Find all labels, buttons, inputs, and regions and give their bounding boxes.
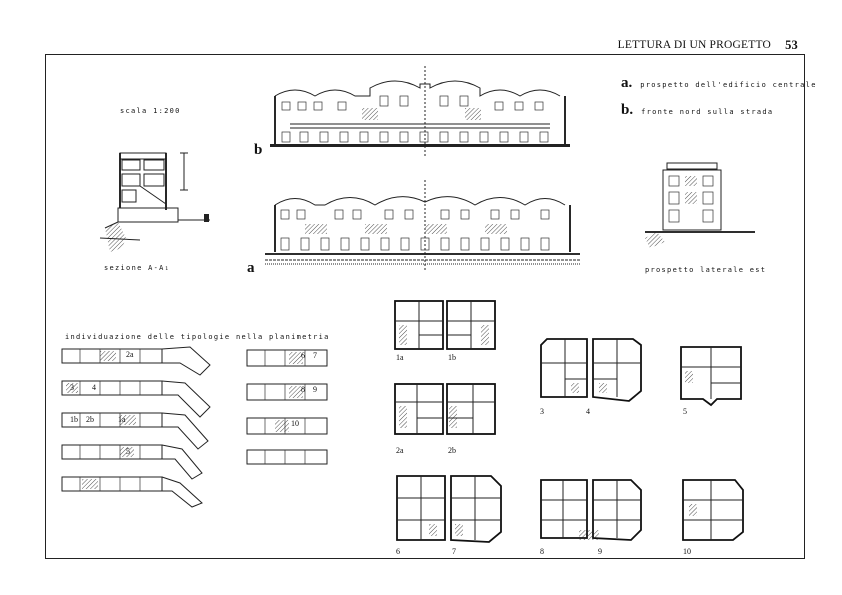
site-plan-number: 8 — [301, 385, 305, 394]
site-plan-number: 5 — [126, 447, 130, 456]
plan-label: 8 — [540, 547, 544, 556]
plan-label: 2b — [448, 446, 456, 455]
floor-plan-1a-1b — [394, 300, 496, 350]
floor-plan-5 — [680, 346, 742, 407]
drawing-frame — [45, 54, 805, 559]
site-plan-number: 7 — [313, 351, 317, 360]
page-number: 53 — [785, 38, 798, 52]
legend-item-a: a. prospetto dell'edificio centrale — [621, 74, 817, 92]
floor-plan-6-7 — [396, 475, 502, 543]
floor-plan-10 — [682, 479, 744, 541]
site-plan-strips — [61, 346, 211, 508]
site-plan-number: 3 — [70, 383, 74, 392]
plan-label: 1b — [448, 353, 456, 362]
section-label: sezione A-A₁ — [104, 264, 171, 272]
lateral-label: prospetto laterale est — [645, 266, 767, 274]
legend-text: prospetto dell'edificio centrale — [640, 81, 817, 89]
legend-text: fronte nord sulla strada — [641, 108, 774, 116]
site-plan-number: 2b — [86, 415, 94, 424]
plan-label: 9 — [598, 547, 602, 556]
plan-label: 7 — [452, 547, 456, 556]
plan-label: 5 — [683, 407, 687, 416]
site-plan-number: 1a — [118, 415, 126, 424]
legend-letter: b. — [621, 102, 634, 118]
site-plan-number: 10 — [291, 419, 299, 428]
site-plan-number: 9 — [313, 385, 317, 394]
site-plan-number: 6 — [301, 351, 305, 360]
plan-label: 1a — [396, 353, 404, 362]
lateral-elevation-drawing — [645, 162, 755, 248]
plan-label: 4 — [586, 407, 590, 416]
plan-label: 3 — [540, 407, 544, 416]
plan-label: 6 — [396, 547, 400, 556]
plan-label: 10 — [683, 547, 691, 556]
site-plan-strips-middle — [246, 349, 328, 465]
elevation-b-letter: b — [254, 142, 263, 158]
elevation-a-drawing — [265, 180, 580, 270]
floor-plan-3-4 — [540, 338, 642, 402]
running-header: LETTURA DI UN PROGETTO — [617, 39, 771, 51]
elevation-b-drawing — [270, 66, 570, 156]
site-plan-number: 1b — [70, 415, 78, 424]
section-drawing — [99, 152, 210, 252]
floor-plan-2a-2b — [394, 383, 496, 435]
site-plan-number: 2a — [126, 350, 134, 359]
plan-label: 2a — [396, 446, 404, 455]
legend-letter: a. — [621, 75, 633, 91]
typologies-title: individuazione delle tipologie nella pla… — [65, 333, 330, 341]
scale-label: scala 1:200 — [120, 107, 181, 115]
elevation-a-letter: a — [247, 260, 255, 276]
floor-plan-8-9 — [540, 479, 642, 541]
site-plan-number: 4 — [92, 383, 96, 392]
legend-item-b: b. fronte nord sulla strada — [621, 101, 773, 119]
